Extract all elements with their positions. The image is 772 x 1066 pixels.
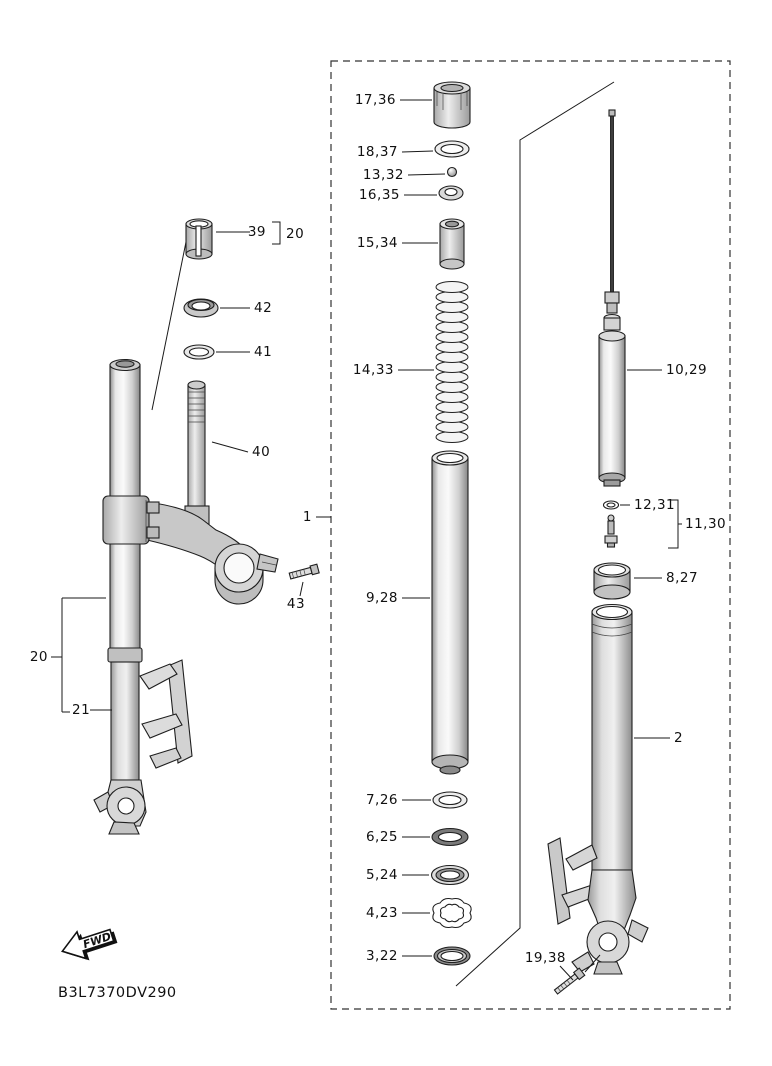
- callout-17-36: 17,36: [355, 92, 432, 108]
- callout-19-38-label: 19,38: [525, 950, 566, 966]
- part-guide-bushing: [593, 562, 631, 600]
- callout-13-32: 13,32: [363, 167, 446, 183]
- part-inner-tube: [431, 450, 469, 775]
- callout-21: 21: [72, 702, 112, 718]
- callout-40-label: 40: [252, 444, 270, 460]
- callout-18-37: 18,37: [357, 144, 434, 160]
- callout-16-35: 16,35: [359, 187, 437, 203]
- part-dust-seal: [433, 946, 471, 966]
- part-fork-spring: [435, 281, 469, 443]
- callout-13-32-label: 13,32: [363, 167, 404, 183]
- callout-14-33-label: 14,33: [353, 362, 394, 378]
- callout-18-37-label: 18,37: [357, 144, 398, 160]
- callout-42-label: 42: [254, 300, 272, 316]
- callout-7-26: 7,26: [366, 792, 431, 808]
- callout-3-22-label: 3,22: [366, 948, 398, 964]
- callout-39-label: 39: [248, 224, 266, 240]
- callout-42: 42: [220, 300, 272, 316]
- callout-8-27-label: 8,27: [666, 570, 698, 586]
- callout-12-31-label: 12,31: [634, 497, 675, 513]
- callout-17-36-label: 17,36: [355, 92, 396, 108]
- callout-4-23-label: 4,23: [366, 905, 398, 921]
- callout-8-27: 8,27: [634, 570, 698, 586]
- callout-41-label: 41: [254, 344, 272, 360]
- callout-20: 20: [30, 597, 106, 713]
- callout-1: 1: [303, 509, 331, 525]
- callout-14-33: 14,33: [353, 362, 434, 378]
- part-slide-washer: [431, 827, 469, 847]
- callout-11-30: 11,30: [668, 499, 726, 549]
- callout-40: 40: [211, 441, 270, 460]
- part-clamp-bush: [185, 218, 213, 260]
- callout-2: 2: [634, 730, 683, 746]
- part-bearing: [183, 298, 219, 318]
- part-valve-set: [604, 514, 618, 548]
- callout-21-label: 21: [72, 702, 90, 718]
- callout-7-26-label: 7,26: [366, 792, 398, 808]
- callout-9-28: 9,28: [366, 590, 430, 606]
- callout-43: 43: [287, 581, 305, 612]
- callout-3-22: 3,22: [366, 948, 432, 964]
- part-steel-ball: [446, 166, 458, 178]
- callout-10-29-label: 10,29: [666, 362, 707, 378]
- part-washer: [183, 344, 215, 360]
- callout-6-25-label: 6,25: [366, 829, 398, 845]
- part-backup-ring: [432, 791, 468, 809]
- callout-11-30-label: 11,30: [685, 516, 726, 532]
- part-small-oring: [602, 500, 620, 510]
- callout-19-38: 19,38: [525, 950, 601, 981]
- part-spring-seat: [438, 185, 464, 201]
- callout-15-34-label: 15,34: [357, 235, 398, 251]
- callout-20-label: 20: [30, 649, 48, 665]
- assembled-fork: [93, 241, 279, 835]
- callout-5-24: 5,24: [366, 867, 429, 883]
- part-spacer-collar: [439, 218, 465, 270]
- callout-12-31: 12,31: [620, 497, 675, 513]
- callout-4-23: 4,23: [366, 905, 430, 921]
- part-outer-tube: [547, 603, 649, 975]
- diagram-code: B3L7370DV290: [58, 985, 177, 1001]
- part-oil-seal: [430, 864, 470, 886]
- callout-16-35-label: 16,35: [359, 187, 400, 203]
- callout-41: 41: [216, 344, 272, 360]
- exploded-view-boundary: [330, 60, 731, 1010]
- part-fork-cap: [433, 81, 471, 129]
- fwd-marker: FWD: [60, 928, 118, 961]
- part-pinch-bolt: [553, 967, 586, 995]
- part-clamp-bolt: [288, 563, 320, 580]
- part-clip-ring: [432, 897, 472, 929]
- callout-39-group-label: 20: [286, 226, 304, 242]
- callout-15-34: 15,34: [357, 235, 438, 251]
- callout-1-label: 1: [303, 509, 312, 525]
- callout-10-29: 10,29: [627, 362, 707, 378]
- part-cap-oring: [434, 140, 470, 158]
- callout-9-28-label: 9,28: [366, 590, 398, 606]
- exploded-construction-line: [455, 81, 615, 987]
- callout-43-label: 43: [287, 596, 305, 612]
- callout-5-24-label: 5,24: [366, 867, 398, 883]
- fwd-arrow-icon: [60, 928, 115, 960]
- callout-39: 39 20: [216, 221, 304, 245]
- callout-6-25: 6,25: [366, 829, 430, 845]
- part-damper-rod-assembly: [598, 109, 626, 487]
- callout-2-label: 2: [674, 730, 683, 746]
